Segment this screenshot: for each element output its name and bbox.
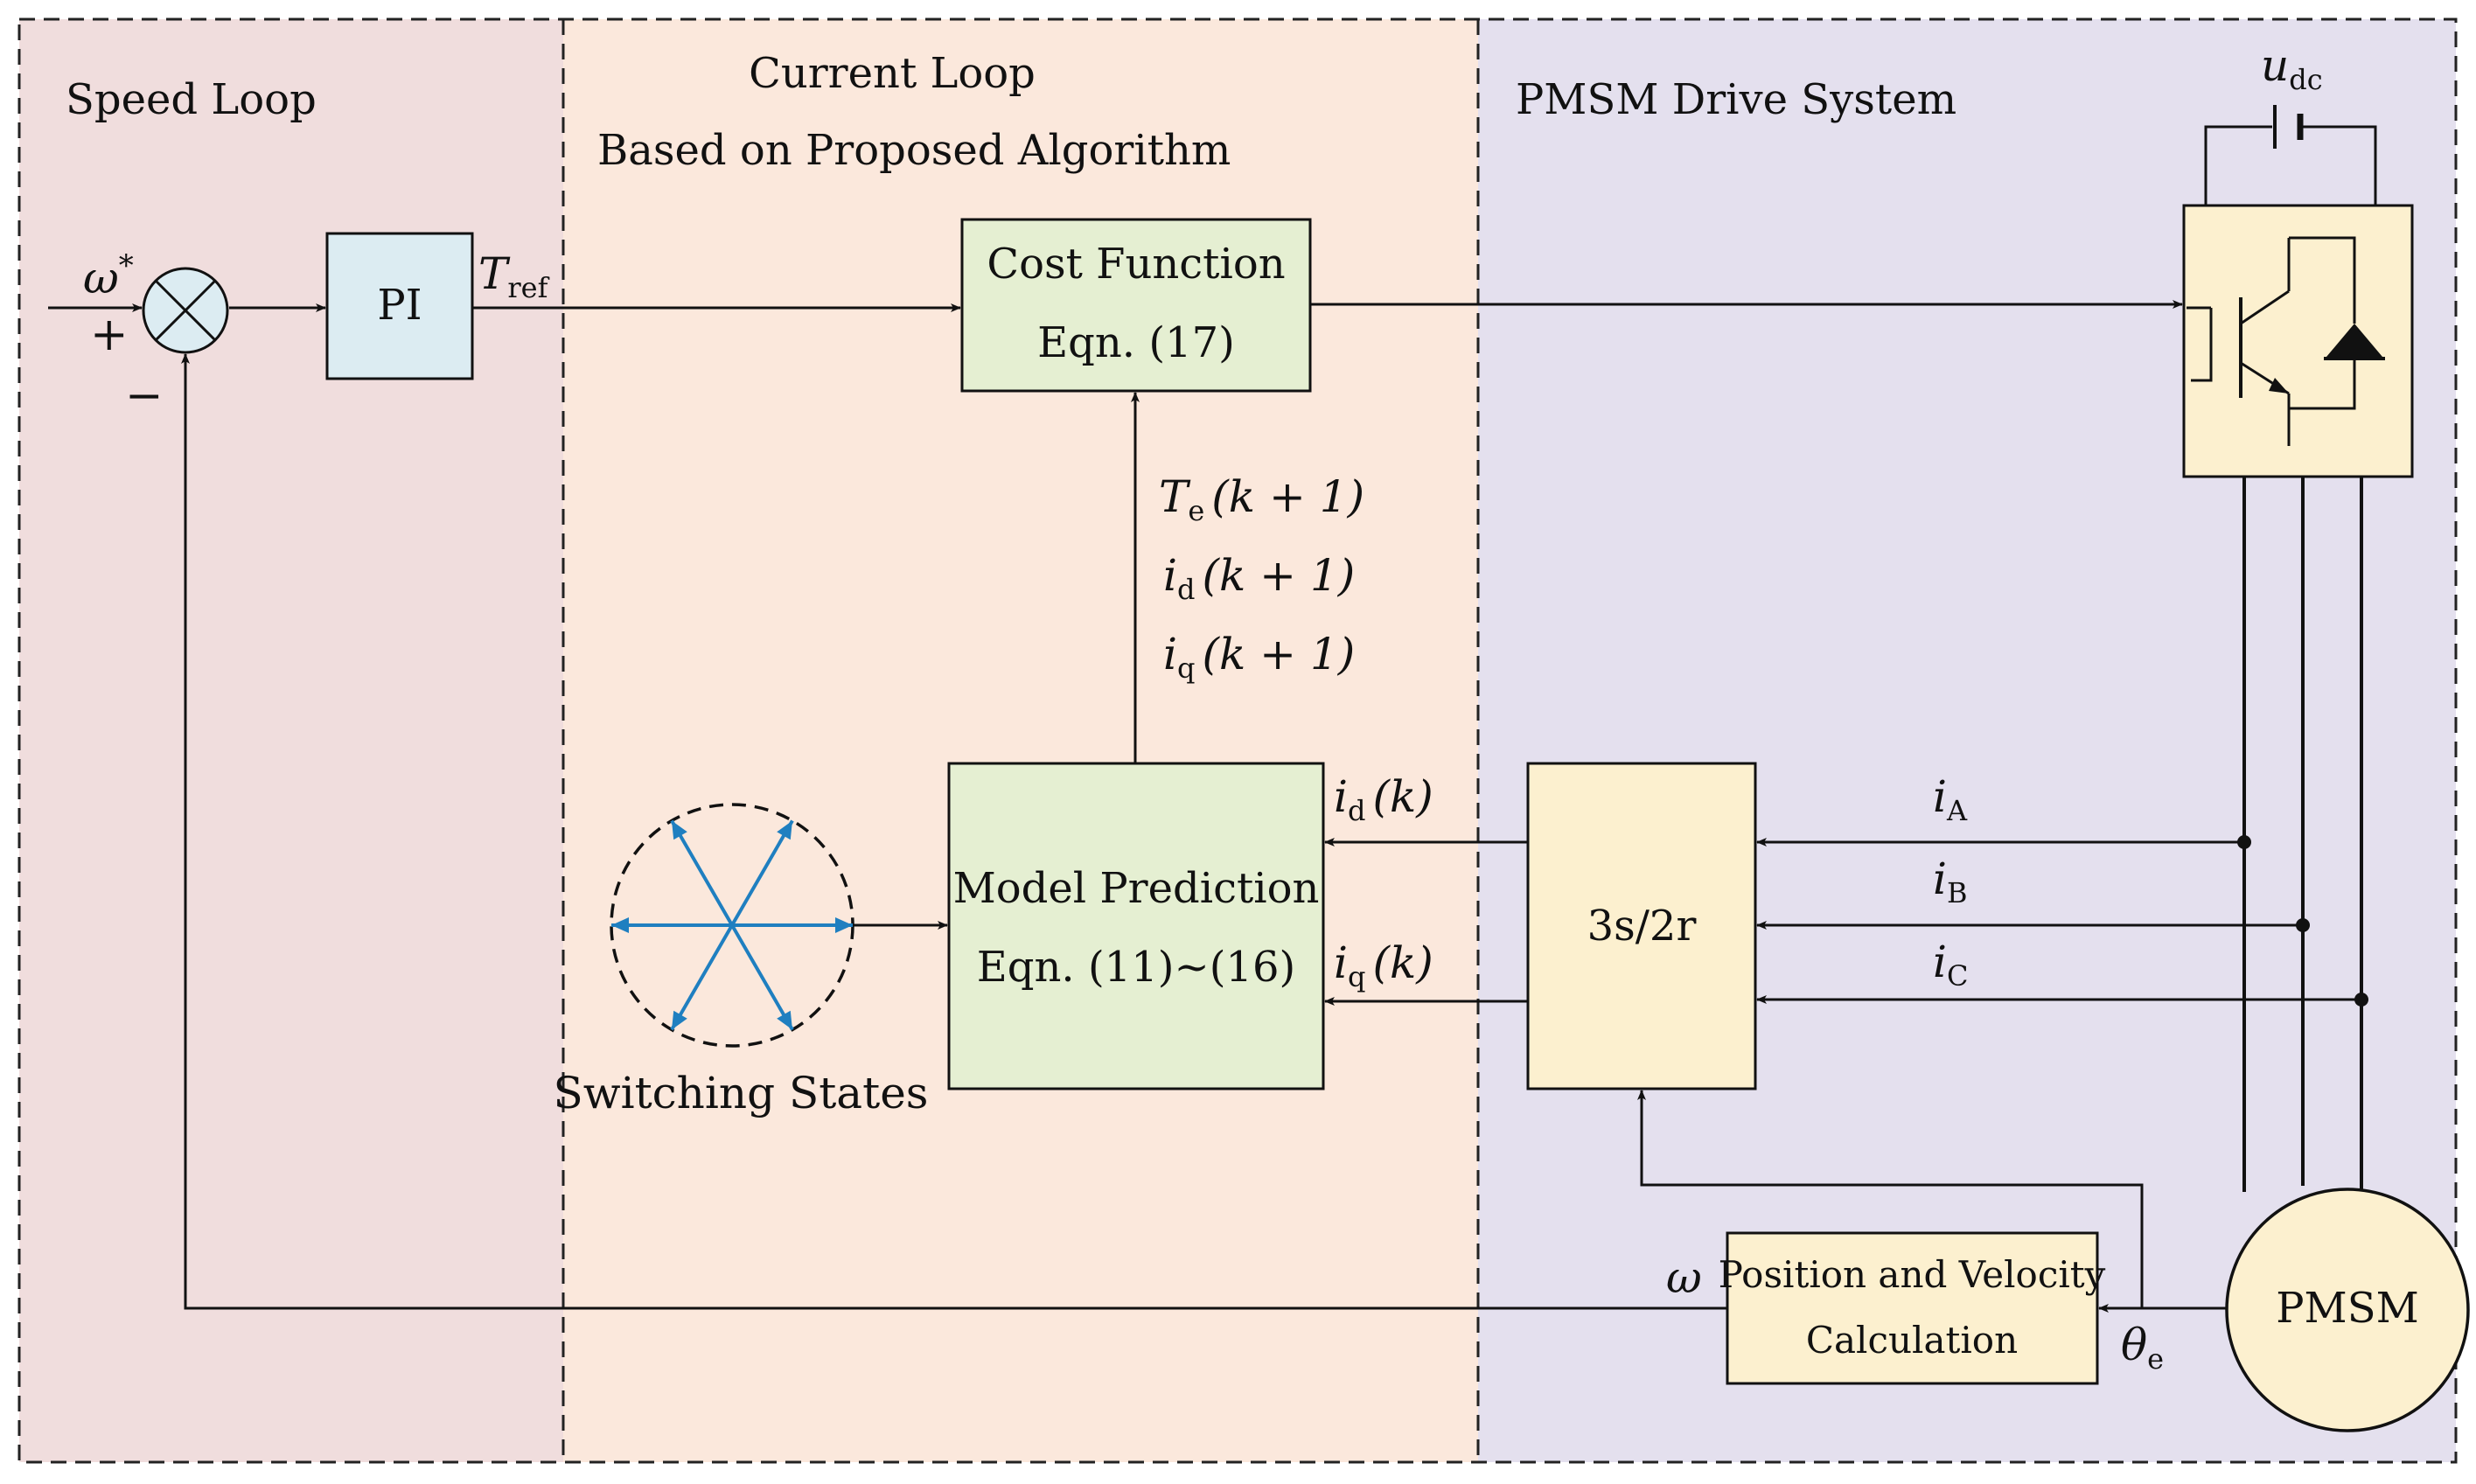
iq-k-label: iq(k)	[1334, 937, 1433, 993]
minus-sign: −	[125, 370, 164, 422]
switching-vector-2	[730, 819, 794, 926]
iq-pred-label: iq(k + 1)	[1163, 629, 1355, 685]
igbt-symbol	[2187, 236, 2385, 446]
position-velocity-line1: Position and Velocity	[1719, 1253, 2106, 1296]
switching-vector-arrowhead-3	[672, 820, 687, 840]
omega-label: ω	[1666, 1252, 1702, 1303]
pi-block	[325, 232, 474, 380]
inverter-block	[2182, 204, 2414, 478]
diode-triangle	[2326, 324, 2382, 357]
transform-block	[1526, 762, 1757, 1090]
switching-states-label: Switching States	[554, 1068, 929, 1118]
switching-vectors	[611, 819, 853, 1031]
model-prediction-block	[947, 762, 1325, 1090]
switching-vector-arrowhead-5	[672, 1010, 687, 1030]
pmsm-drive-title: PMSM Drive System	[1516, 75, 1956, 124]
ib-label: iB	[1933, 853, 1968, 909]
udc-label: udc	[2261, 40, 2323, 96]
theta-to-transform-line	[1637, 1090, 2144, 1308]
te-pred-label: Te(k + 1)	[1159, 471, 1364, 527]
id-k-label: id(k)	[1334, 771, 1433, 827]
speed-loop-region	[19, 19, 563, 1462]
switching-vector-arrowhead-6	[777, 1010, 792, 1030]
id-pred-label: id(k + 1)	[1163, 550, 1355, 606]
transform-label: 3s/2r	[1587, 902, 1697, 951]
position-velocity-block	[1726, 1231, 2099, 1385]
switching-vector-3	[670, 819, 734, 926]
pmsm-label: PMSM	[2276, 1284, 2418, 1333]
model-prediction-line1: Model Prediction	[953, 864, 1320, 913]
pi-label: PI	[377, 281, 422, 330]
pmsm-motor	[2225, 1188, 2470, 1432]
igbt-emitter-arrow	[2269, 378, 2289, 394]
outer-border	[17, 17, 2458, 1464]
switching-vector-6	[730, 923, 794, 1031]
theta-e-label: θe	[2121, 1320, 2164, 1376]
current-loop-subtitle: Based on Proposed Algorithm	[597, 126, 1231, 175]
omega-ref-label: ω*	[83, 248, 134, 303]
tref-label: Tref	[478, 248, 550, 304]
summing-junction	[142, 267, 229, 354]
model-prediction-line2: Eqn. (11)~(16)	[977, 943, 1295, 992]
cost-function-block	[960, 218, 1312, 393]
position-velocity-line2: Calculation	[1806, 1319, 2018, 1362]
switching-vector-arrowhead-2	[777, 820, 792, 840]
cost-function-line2: Eqn. (17)	[1037, 318, 1235, 367]
plus-sign: +	[90, 309, 129, 361]
switching-vector-arrowhead-1	[835, 917, 853, 933]
switching-vector-5	[670, 923, 734, 1031]
ia-label: iA	[1933, 771, 1968, 827]
ic-label: iC	[1933, 937, 1968, 993]
switching-vector-arrowhead-4	[611, 917, 629, 933]
speed-feedback-line	[181, 353, 1727, 1310]
dc-source	[2204, 105, 2377, 206]
speed-loop-title: Speed Loop	[66, 75, 317, 124]
switching-states-diagram	[610, 803, 854, 1048]
current-loop-title: Current Loop	[749, 49, 1036, 98]
cost-function-line1: Cost Function	[987, 240, 1285, 289]
